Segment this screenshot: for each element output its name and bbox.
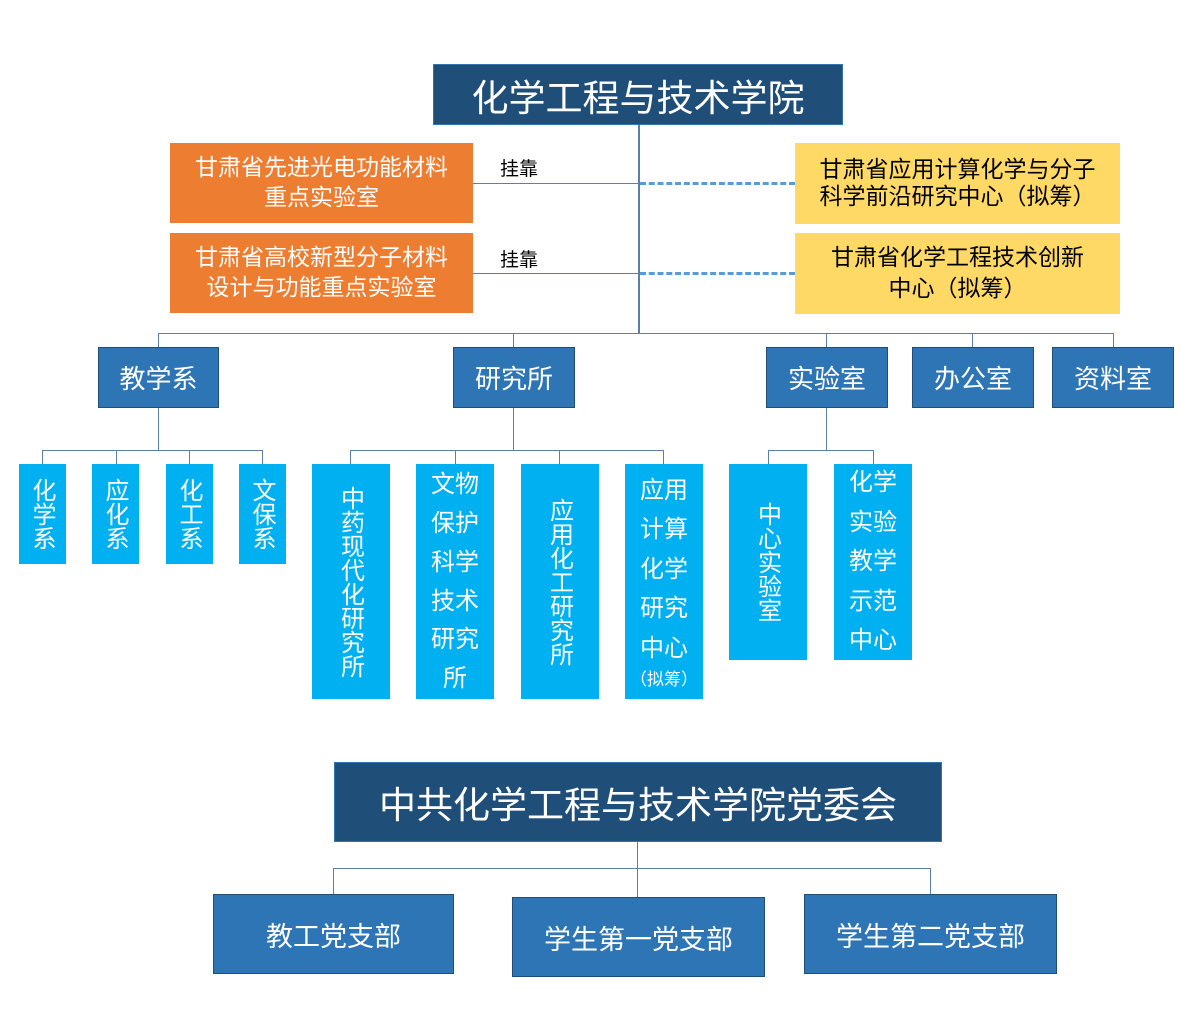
teaching-child-chem-eng-label: 化工系 bbox=[175, 478, 203, 550]
research-child-comp-chem: 应用 计算 化学 研究 中心 （拟筹） bbox=[625, 464, 703, 699]
connector-teaching-bar bbox=[42, 450, 263, 451]
planned-center-1: 甘肃省应用计算化学与分子 科学前沿研究中心（拟筹） bbox=[795, 143, 1120, 224]
dept-archive: 资料室 bbox=[1052, 347, 1174, 408]
research-child-tcm: 中药现代化研究所 bbox=[312, 464, 390, 699]
party-branch-student-1: 学生第一党支部 bbox=[512, 897, 765, 977]
connector-teaching-c1 bbox=[42, 450, 43, 464]
research-child-applied-chem-eng: 应用化工研究所 bbox=[521, 464, 599, 699]
connector-dept-2 bbox=[513, 333, 514, 347]
party-branch-student-1-label: 学生第一党支部 bbox=[544, 924, 733, 956]
connector-party-trunk bbox=[637, 842, 638, 897]
planned-center-2: 甘肃省化学工程技术创新 中心（拟筹） bbox=[795, 233, 1120, 314]
connector-party-c3 bbox=[930, 868, 931, 894]
dept-teaching: 教学系 bbox=[98, 347, 219, 408]
affiliated-lab-2-line2: 设计与功能重点实验室 bbox=[206, 275, 437, 301]
lab-child-demo-center: 化学 实验 教学 示范 中心 bbox=[834, 464, 912, 660]
planned-center-2-line1: 甘肃省化学工程技术创新 bbox=[831, 245, 1084, 272]
comp-chem-note: （拟筹） bbox=[630, 669, 698, 690]
connector-dept-5 bbox=[1113, 333, 1114, 347]
dept-teaching-label: 教学系 bbox=[119, 365, 198, 395]
connector-research-bar bbox=[350, 450, 664, 451]
connector-dept-bar bbox=[158, 333, 1113, 334]
affiliated-lab-1: 甘肃省先进光电功能材料 重点实验室 bbox=[170, 143, 473, 223]
connector-dept-1 bbox=[158, 333, 159, 347]
connector-lab-c1 bbox=[768, 450, 769, 464]
connector-dept-3 bbox=[826, 333, 827, 347]
relation-label-2: 挂靠 bbox=[500, 249, 539, 271]
affiliated-lab-2-line1: 甘肃省高校新型分子材料 bbox=[195, 244, 448, 271]
connector-teaching-c2 bbox=[116, 450, 117, 464]
connector-teaching-c4 bbox=[262, 450, 263, 464]
relics-line: 技术 bbox=[431, 586, 479, 615]
research-child-tcm-label: 中药现代化研究所 bbox=[336, 485, 365, 678]
dept-lab-label: 实验室 bbox=[787, 365, 866, 395]
connector-trunk bbox=[638, 124, 640, 334]
dashed-connector-center2 bbox=[640, 272, 795, 275]
comp-chem-line: 计算 bbox=[640, 515, 688, 544]
dept-office: 办公室 bbox=[912, 347, 1034, 408]
planned-center-1-line2: 科学前沿研究中心（拟筹） bbox=[819, 183, 1096, 210]
party-branch-faculty: 教工党支部 bbox=[213, 894, 454, 974]
demo-center-line: 示范 bbox=[849, 586, 897, 615]
teaching-child-conservation: 文保系 bbox=[239, 464, 286, 564]
teaching-child-chemistry-label: 化学系 bbox=[28, 478, 56, 550]
connector-research-c2 bbox=[455, 450, 456, 464]
connector-party-c1 bbox=[333, 868, 334, 894]
connector-lab1 bbox=[473, 183, 639, 184]
dept-archive-label: 资料室 bbox=[1073, 365, 1152, 395]
comp-chem-line: 应用 bbox=[640, 475, 688, 504]
college-title-box: 化学工程与技术学院 bbox=[433, 64, 843, 125]
connector-research-c4 bbox=[663, 450, 664, 464]
relation-label-1: 挂靠 bbox=[500, 158, 539, 180]
connector-lab2 bbox=[473, 273, 639, 274]
comp-chem-line: 中心 bbox=[640, 633, 688, 662]
relics-line: 文物 bbox=[431, 469, 479, 498]
connector-lab-down bbox=[826, 408, 827, 450]
connector-lab-bar bbox=[768, 450, 873, 451]
research-child-relics: 文物 保护 科学 技术 研究 所 bbox=[416, 464, 494, 699]
planned-center-2-line2: 中心（拟筹） bbox=[888, 275, 1027, 302]
teaching-child-chemistry: 化学系 bbox=[19, 464, 66, 564]
connector-teaching-c3 bbox=[189, 450, 190, 464]
demo-center-line: 化学 bbox=[849, 468, 897, 497]
dashed-connector-center1 bbox=[640, 182, 795, 185]
relics-line: 科学 bbox=[431, 547, 479, 576]
relics-line: 研究 bbox=[431, 625, 479, 654]
dept-lab: 实验室 bbox=[766, 347, 888, 408]
teaching-child-conservation-label: 文保系 bbox=[248, 478, 276, 550]
planned-center-1-line1: 甘肃省应用计算化学与分子 bbox=[819, 157, 1096, 184]
party-branch-student-2: 学生第二党支部 bbox=[804, 894, 1057, 974]
affiliated-lab-1-line2: 重点实验室 bbox=[264, 185, 379, 211]
party-branch-student-2-label: 学生第二党支部 bbox=[836, 921, 1025, 953]
teaching-child-chem-eng: 化工系 bbox=[166, 464, 213, 564]
lab-child-central-label: 中心实验室 bbox=[753, 502, 782, 622]
lab-child-central: 中心实验室 bbox=[729, 464, 807, 660]
dept-office-label: 办公室 bbox=[933, 365, 1012, 395]
party-committee-box: 中共化学工程与技术学院党委会 bbox=[334, 762, 942, 842]
dept-research: 研究所 bbox=[453, 347, 575, 408]
affiliated-lab-1-line1: 甘肃省先进光电功能材料 bbox=[195, 154, 448, 181]
connector-lab-c2 bbox=[873, 450, 874, 464]
demo-center-line: 教学 bbox=[849, 547, 897, 576]
relics-line: 保护 bbox=[431, 508, 479, 537]
teaching-child-applied-chem: 应化系 bbox=[92, 464, 139, 564]
teaching-child-applied-chem-label: 应化系 bbox=[101, 478, 129, 550]
connector-research-c1 bbox=[350, 450, 351, 464]
college-title: 化学工程与技术学院 bbox=[471, 76, 805, 120]
connector-party-bar bbox=[333, 868, 931, 869]
connector-research-c3 bbox=[559, 450, 560, 464]
demo-center-line: 中心 bbox=[849, 626, 897, 655]
dept-research-label: 研究所 bbox=[474, 365, 553, 395]
relics-line: 所 bbox=[443, 664, 467, 693]
demo-center-line: 实验 bbox=[849, 507, 897, 536]
party-branch-faculty-label: 教工党支部 bbox=[266, 921, 401, 953]
affiliated-lab-2: 甘肃省高校新型分子材料 设计与功能重点实验室 bbox=[170, 233, 473, 313]
comp-chem-line: 化学 bbox=[640, 554, 688, 583]
connector-dept-4 bbox=[972, 333, 973, 347]
party-committee-title: 中共化学工程与技术学院党委会 bbox=[379, 784, 897, 827]
connector-research-down bbox=[513, 408, 514, 450]
comp-chem-line: 研究 bbox=[640, 594, 688, 623]
connector-teaching-down bbox=[158, 408, 159, 450]
research-child-applied-chem-eng-label: 应用化工研究所 bbox=[545, 497, 574, 666]
